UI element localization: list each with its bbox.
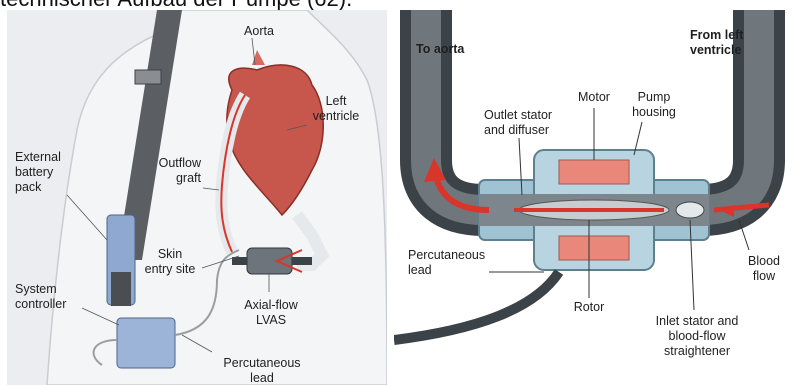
label-outflow-graft: Outflow graft: [141, 156, 201, 186]
label-outlet-stator: Outlet stator and diffuser: [484, 108, 584, 138]
system-controller: [117, 318, 175, 368]
label-external-battery-pack: External battery pack: [15, 150, 85, 195]
label-left-ventricle: Left ventricle: [301, 94, 371, 124]
lvas-overview-panel: Aorta Left ventricle External battery pa…: [7, 10, 387, 385]
label-aorta: Aorta: [229, 24, 289, 39]
label-to-aorta: To aorta: [416, 42, 506, 57]
motor-winding-bottom: [559, 236, 629, 260]
lvas-overview-illustration: [7, 10, 387, 385]
strap-buckle: [135, 70, 161, 84]
inlet-stator: [676, 202, 704, 218]
label-rotor: Rotor: [564, 300, 614, 315]
label-percutaneous-lead: Percutaneous lead: [212, 356, 312, 385]
battery-holster: [111, 272, 131, 306]
label-inlet-stator: Inlet stator and blood-flow straightener: [642, 314, 752, 359]
label-system-controller: System controller: [15, 282, 85, 312]
label-blood-flow: Blood flow: [739, 254, 789, 284]
label-skin-entry-site: Skin entry site: [135, 247, 205, 277]
axial-flow-pump: [247, 248, 292, 274]
pump-cross-section-panel: To aorta From left ventricle Motor Pump …: [394, 10, 794, 385]
label-axial-flow-lvas: Axial-flow LVAS: [231, 298, 311, 328]
label-pump-housing: Pump housing: [619, 90, 689, 120]
label-percutaneous-lead-pump: Percutaneous lead: [408, 248, 498, 278]
motor-winding-top: [559, 160, 629, 184]
label-from-left-ventricle: From left ventricle: [690, 28, 770, 58]
percutaneous-lead-cable: [394, 272, 559, 340]
